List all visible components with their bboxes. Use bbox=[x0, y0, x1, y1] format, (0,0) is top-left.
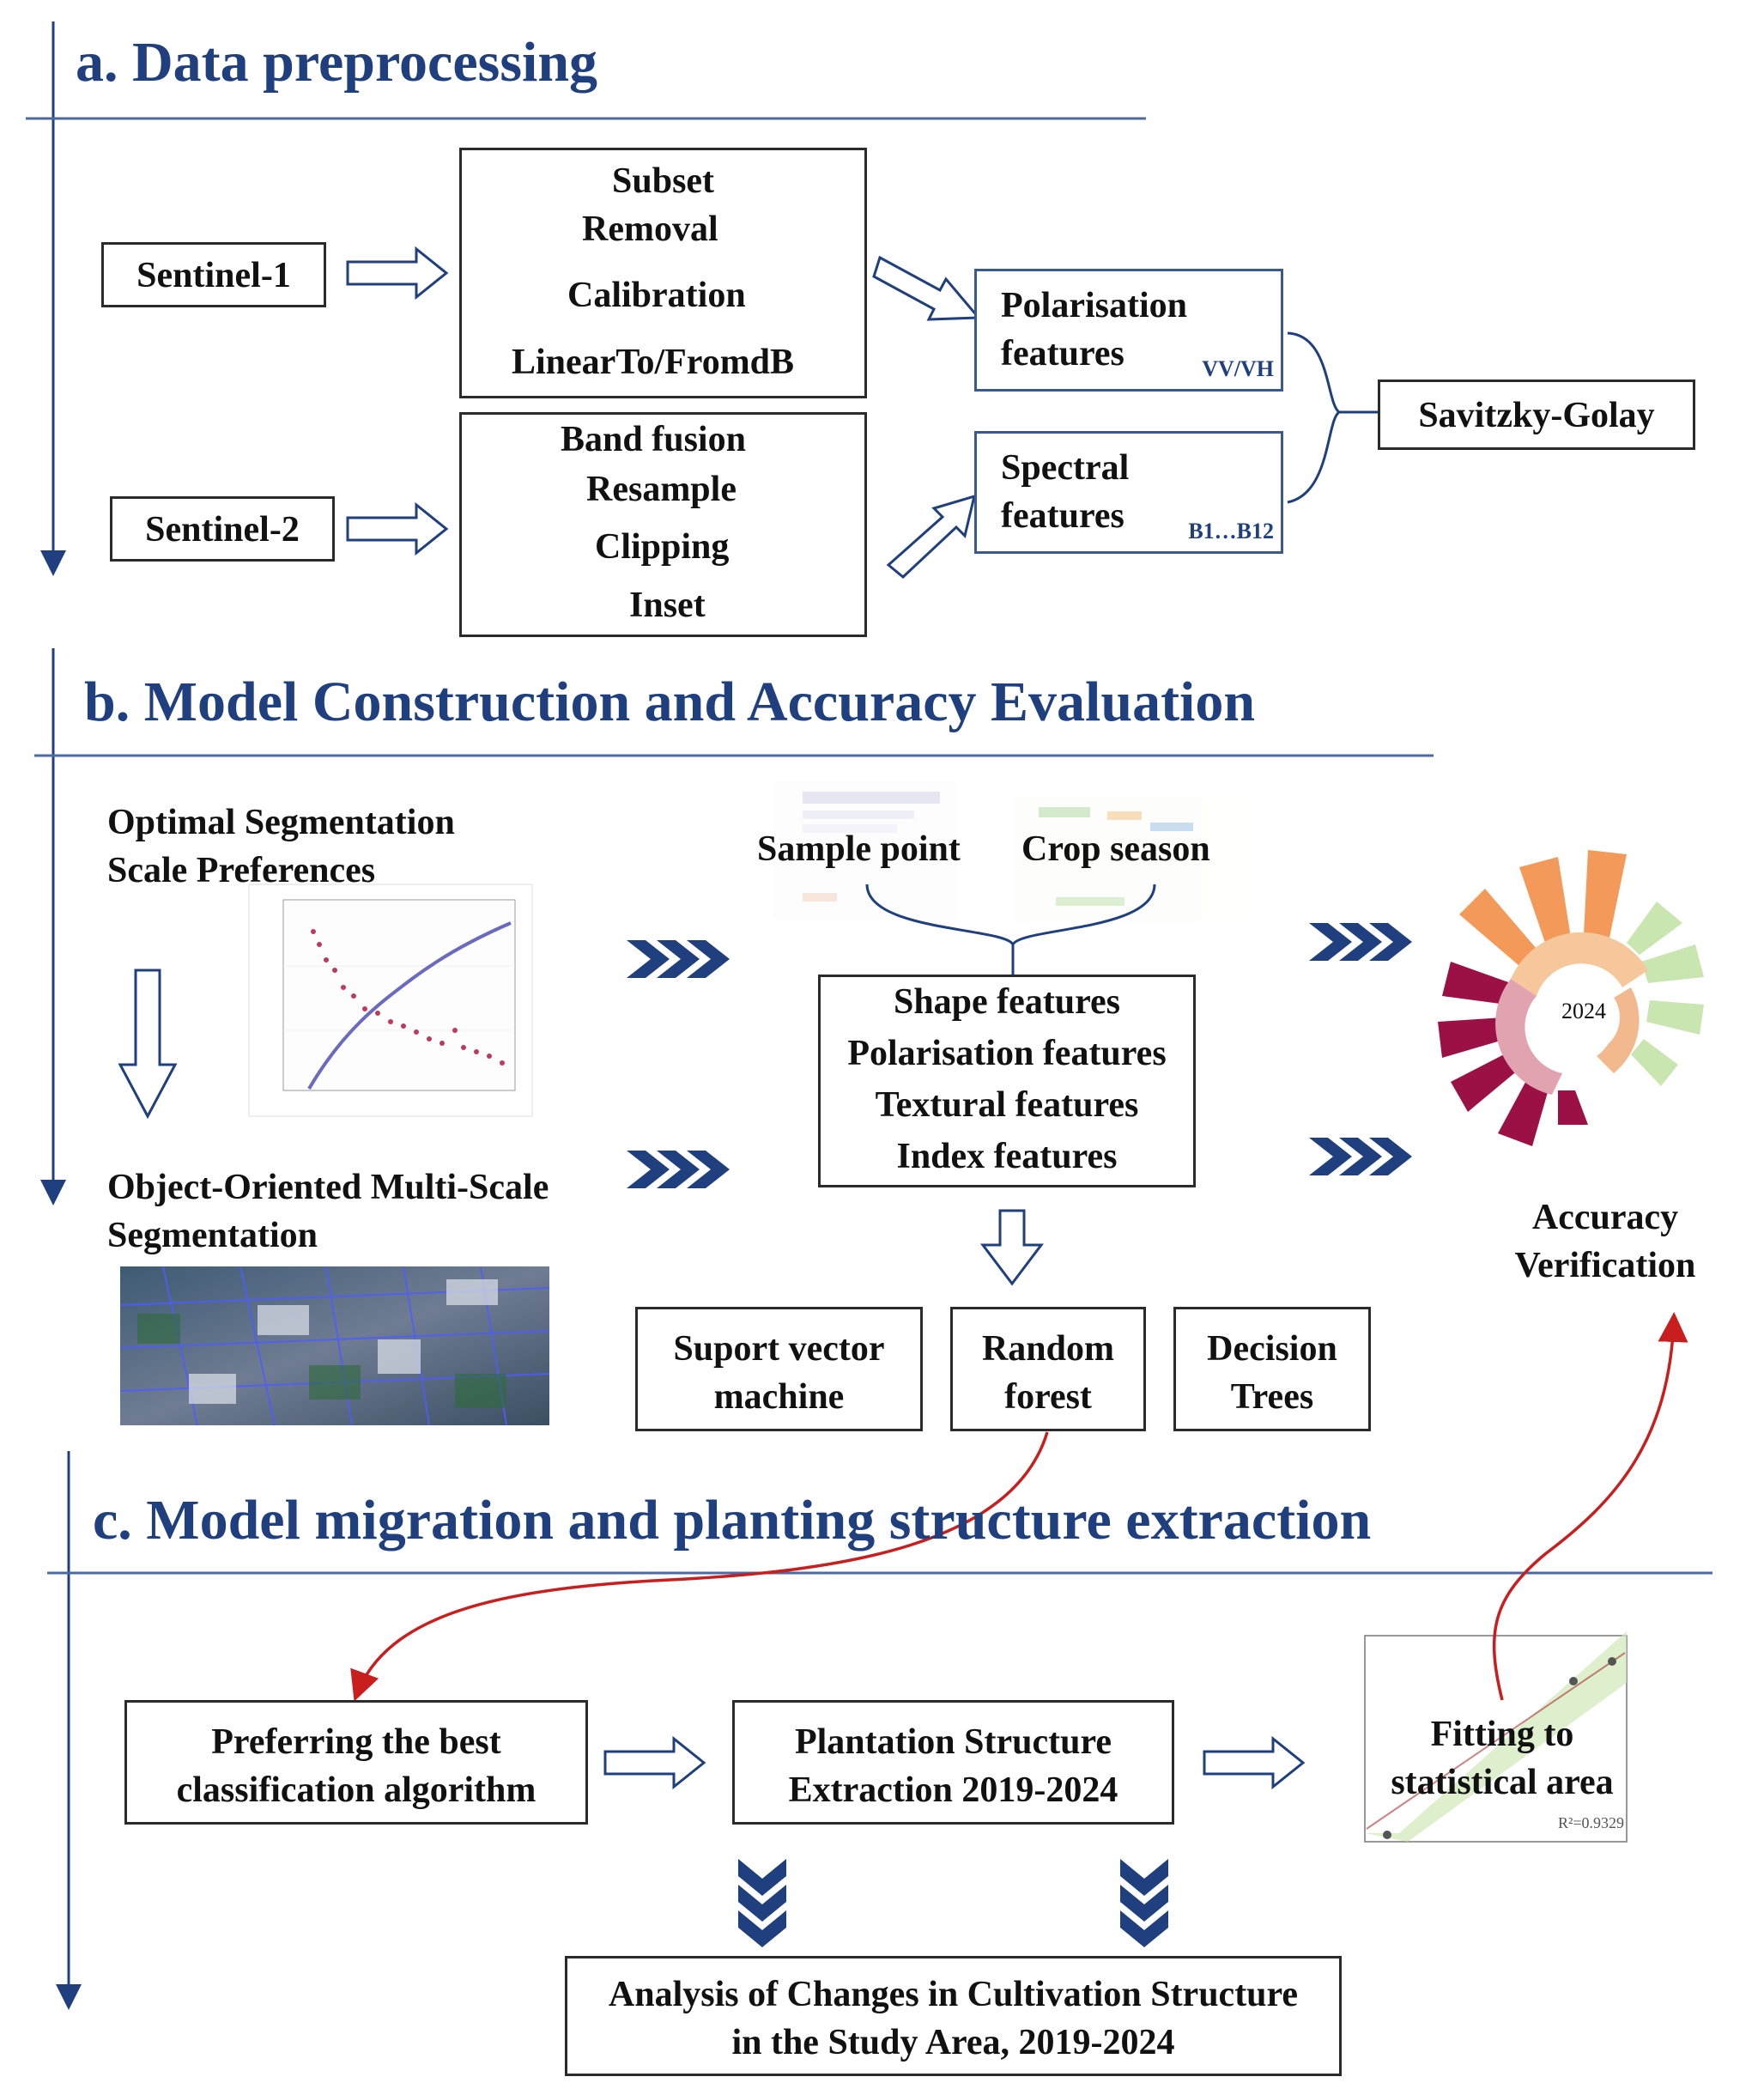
sentinel2-label: Sentinel-2 bbox=[145, 510, 300, 550]
fitting-label: Fitting to statistical area bbox=[1391, 1715, 1614, 1802]
polarisation-features-box: Polarisation features VV/VH bbox=[974, 269, 1283, 392]
radial-chart-thumbnail bbox=[1438, 850, 1704, 1146]
polarisation-bands: VV/VH bbox=[1202, 356, 1274, 381]
plantation-box: Plantation Structure Extraction 2019-202… bbox=[732, 1700, 1174, 1825]
feature-index: Index features bbox=[896, 1137, 1118, 1176]
spectral-features-label: Spectral features bbox=[1001, 448, 1130, 536]
hollow-arrow-c2 bbox=[1203, 1735, 1306, 1790]
hollow-arrow-down-b2 bbox=[979, 1209, 1045, 1286]
radial-chart-year: 2024 bbox=[1561, 999, 1606, 1023]
optimal-scale-label: Optimal Segmentation Scale Preferences bbox=[107, 803, 455, 890]
chevrons-4 bbox=[1309, 1138, 1412, 1175]
savitzky-golay-label: Savitzky-Golay bbox=[1418, 396, 1655, 435]
analysis-label: Analysis of Changes in Cultivation Struc… bbox=[608, 1975, 1299, 2062]
feature-textural: Textural features bbox=[875, 1085, 1139, 1125]
sentinel1-box: Sentinel-1 bbox=[101, 242, 326, 307]
svm-label: Suport vector machine bbox=[673, 1329, 885, 1417]
sample-point-label: Sample point bbox=[757, 829, 961, 869]
random-forest-box: Random forest bbox=[950, 1307, 1146, 1431]
chevrons-2 bbox=[627, 1151, 730, 1188]
fitting-chart-thumbnail bbox=[1326, 1623, 1640, 1872]
crop-season-thumbnail bbox=[1013, 797, 1245, 921]
svm-box: Suport vector machine bbox=[635, 1307, 923, 1431]
polarisation-features-label: Polarisation features bbox=[1001, 286, 1187, 373]
hollow-arrow-to-polarisation bbox=[872, 255, 982, 321]
down-chevrons-left bbox=[738, 1859, 786, 1947]
savitzky-golay-box: Savitzky-Golay bbox=[1378, 380, 1695, 450]
brace-inputs bbox=[865, 884, 1156, 975]
fitting-r2: R²=0.9329 bbox=[1558, 1814, 1625, 1831]
preferring-box: Preferring the best classification algor… bbox=[124, 1700, 588, 1825]
s2-step-resample: Resample bbox=[586, 470, 737, 509]
section-c-heading: c. Model migration and planting structur… bbox=[93, 1489, 1372, 1552]
s1-step-calibration: Calibration bbox=[567, 276, 746, 315]
s2-step-band-fusion: Band fusion bbox=[561, 420, 746, 459]
decision-trees-label: Decision Trees bbox=[1207, 1329, 1337, 1417]
s1-step-removal: Removal bbox=[582, 210, 718, 249]
sample-point-thumbnail bbox=[773, 781, 957, 919]
spectral-bands: B1…B12 bbox=[1188, 519, 1274, 544]
hollow-arrow-s1 bbox=[346, 246, 449, 301]
crop-season-label: Crop season bbox=[1021, 829, 1210, 869]
sentinel1-label: Sentinel-1 bbox=[136, 256, 291, 295]
chevrons-1 bbox=[627, 940, 730, 978]
section-a-heading: a. Data preprocessing bbox=[76, 31, 598, 94]
features-box: Shape features Polarisation features Tex… bbox=[818, 975, 1196, 1187]
scale-chart-thumbnail bbox=[248, 884, 533, 1117]
object-oriented-label: Object-Oriented Multi-Scale Segmentation bbox=[107, 1168, 549, 1255]
feature-shape: Shape features bbox=[893, 982, 1121, 1022]
preferring-label: Preferring the best classification algor… bbox=[176, 1722, 536, 1810]
plantation-label: Plantation Structure Extraction 2019-202… bbox=[788, 1722, 1118, 1810]
s1-processing-box: Subset Removal Calibration LinearTo/From… bbox=[459, 148, 867, 398]
accuracy-verification-label: Accuracy Verification bbox=[1514, 1198, 1696, 1285]
segmentation-image-thumbnail bbox=[119, 1266, 550, 1426]
down-chevrons-right bbox=[1120, 1859, 1168, 1947]
s2-step-clipping: Clipping bbox=[595, 527, 730, 567]
chevrons-3 bbox=[1309, 923, 1412, 961]
feature-polarisation: Polarisation features bbox=[847, 1034, 1167, 1073]
brace-savitzky bbox=[1287, 331, 1378, 504]
section-b-heading: b. Model Construction and Accuracy Evalu… bbox=[84, 671, 1256, 733]
decision-trees-box: Decision Trees bbox=[1173, 1307, 1371, 1431]
sentinel2-box: Sentinel-2 bbox=[110, 496, 335, 562]
s1-step-lineartofromdb: LinearTo/FromdB bbox=[512, 343, 795, 382]
red-arrow-fitting-to-accuracy bbox=[1492, 1312, 1688, 1701]
hollow-arrow-down-b1 bbox=[118, 969, 178, 1120]
random-forest-label: Random forest bbox=[981, 1329, 1115, 1417]
spectral-features-box: Spectral features B1…B12 bbox=[974, 431, 1283, 554]
hollow-arrow-to-spectral bbox=[886, 494, 977, 579]
red-arrow-rf-to-preferring bbox=[350, 1431, 1049, 1702]
s1-step-subset: Subset bbox=[612, 161, 715, 201]
hollow-arrow-s2 bbox=[346, 501, 449, 556]
analysis-box: Analysis of Changes in Cultivation Struc… bbox=[565, 1956, 1342, 2076]
hollow-arrow-c1 bbox=[603, 1735, 706, 1790]
s2-step-inset: Inset bbox=[629, 586, 706, 625]
s2-processing-box: Band fusion Resample Clipping Inset bbox=[459, 412, 867, 637]
